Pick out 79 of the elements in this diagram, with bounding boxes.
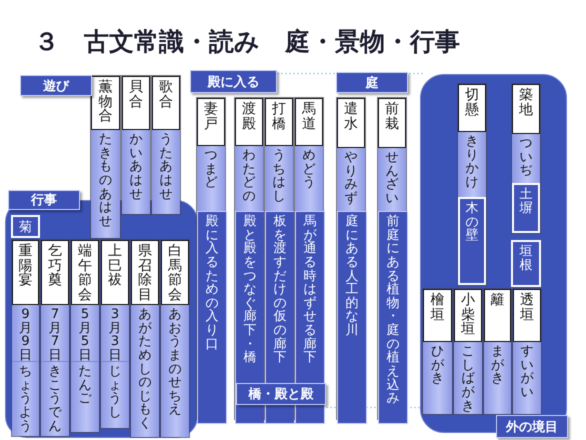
meaning-text: 殿と殿をつなぐ廊下・橋 <box>242 215 258 366</box>
category-tag: 橋・殿と殿 <box>236 383 326 405</box>
kanji-term: 上巳祓 <box>101 240 129 305</box>
festival-date: 9月9日 <box>12 305 39 362</box>
kana-reading: まがき <box>484 342 511 414</box>
category-tag: 垣根 <box>511 240 541 287</box>
meaning-tag: 木の壁 <box>458 197 486 285</box>
kanji-term: 端午節会 <box>71 240 99 305</box>
note-tag: 菊 <box>11 215 40 238</box>
kana-reading: わたどの <box>235 146 263 211</box>
term-column <box>457 83 487 286</box>
kanji-term: 白馬節会 <box>161 240 189 305</box>
category-tag: 庭 <box>336 72 408 93</box>
term-column <box>512 288 542 415</box>
term-column <box>130 239 160 438</box>
kana-reading: きりかけ <box>458 132 486 197</box>
kana-reading: せんざい <box>378 148 406 211</box>
rounded-panel <box>420 74 567 433</box>
kanji-term: 重陽宴 <box>12 240 39 305</box>
category-tag: 遊び <box>20 75 92 96</box>
kana-reading: かいあはせ <box>122 130 150 214</box>
festival-date: 3月3日 <box>101 305 129 362</box>
kanji-term: 打橋 <box>265 98 293 146</box>
kanji-term: 歌合 <box>152 76 180 130</box>
meaning-text: 馬が通る時はずせる廊下 <box>302 215 318 366</box>
festival-date: 7月7日 <box>41 305 69 362</box>
kana-reading: こしばがき <box>454 342 482 414</box>
kanji-term: 前栽 <box>378 98 406 148</box>
meaning-text: 板を渡すだけの仮の廊下 <box>272 215 288 366</box>
kanji-term: 遣水 <box>337 98 365 148</box>
kana-reading: うちはし <box>265 146 293 211</box>
meaning-text: 庭にある人工的な川 <box>344 215 360 338</box>
kanji-term: 籬 <box>484 289 511 342</box>
term-column <box>11 239 40 437</box>
term-column <box>70 239 100 433</box>
kana-reading: うたあはせ <box>152 130 180 214</box>
meaning-text: 殿に入るための入り口 <box>204 215 220 352</box>
kana-reading: ひがき <box>423 342 452 414</box>
kanji-term: 馬道 <box>295 98 323 146</box>
term-column <box>121 75 151 215</box>
term-column <box>453 288 483 415</box>
kanji-term: 築地 <box>512 84 540 134</box>
kana-reading: すいがい <box>513 342 541 414</box>
kanji-term: 薫物合 <box>91 76 120 130</box>
kanji-term: 貝合 <box>122 76 150 130</box>
term-column <box>151 75 181 215</box>
meaning-text: 前庭にある植物・庭の植え込み <box>386 215 400 406</box>
kanji-term: 透垣 <box>513 289 541 342</box>
kanji-term: 切懸 <box>458 84 486 132</box>
kana-reading: ちょうよう <box>12 362 39 436</box>
kana-reading: たんご <box>71 362 99 432</box>
kana-reading: たきものあはせ <box>91 130 120 238</box>
kana-reading: つまど <box>197 146 225 211</box>
kanji-term: 檜垣 <box>423 289 452 342</box>
term-column <box>40 239 70 437</box>
kanji-term: 渡殿 <box>235 98 263 146</box>
category-tag: 外の境目 <box>496 415 568 438</box>
term-column <box>422 288 453 415</box>
kana-reading: きこうでん <box>41 362 69 436</box>
kanji-term: 妻戸 <box>197 98 225 146</box>
term-column <box>511 83 541 234</box>
meaning-tag: 土塀 <box>512 183 540 233</box>
kana-reading: じょうし <box>101 362 129 428</box>
kana-reading: あがためしのじもく <box>131 305 159 437</box>
kana-reading: あおうまのせちえ <box>161 305 189 437</box>
kana-reading: めどう <box>295 146 323 211</box>
kana-reading: やりみず <box>337 148 365 211</box>
category-tag: 殿に入る <box>190 70 277 93</box>
term-column <box>90 75 121 239</box>
term-column <box>100 239 130 429</box>
kana-reading: ついぢ <box>512 134 540 183</box>
term-column <box>160 239 190 438</box>
kanji-term: 小柴垣 <box>454 289 482 342</box>
page-title: ３ 古文常識・読み 庭・景物・行事 <box>34 28 460 58</box>
term-column <box>483 288 512 415</box>
category-tag: 行事 <box>8 190 80 210</box>
kanji-term: 乞巧奠 <box>41 240 69 305</box>
kanji-term: 県召除目 <box>131 240 159 305</box>
festival-date: 5月5日 <box>71 305 99 362</box>
